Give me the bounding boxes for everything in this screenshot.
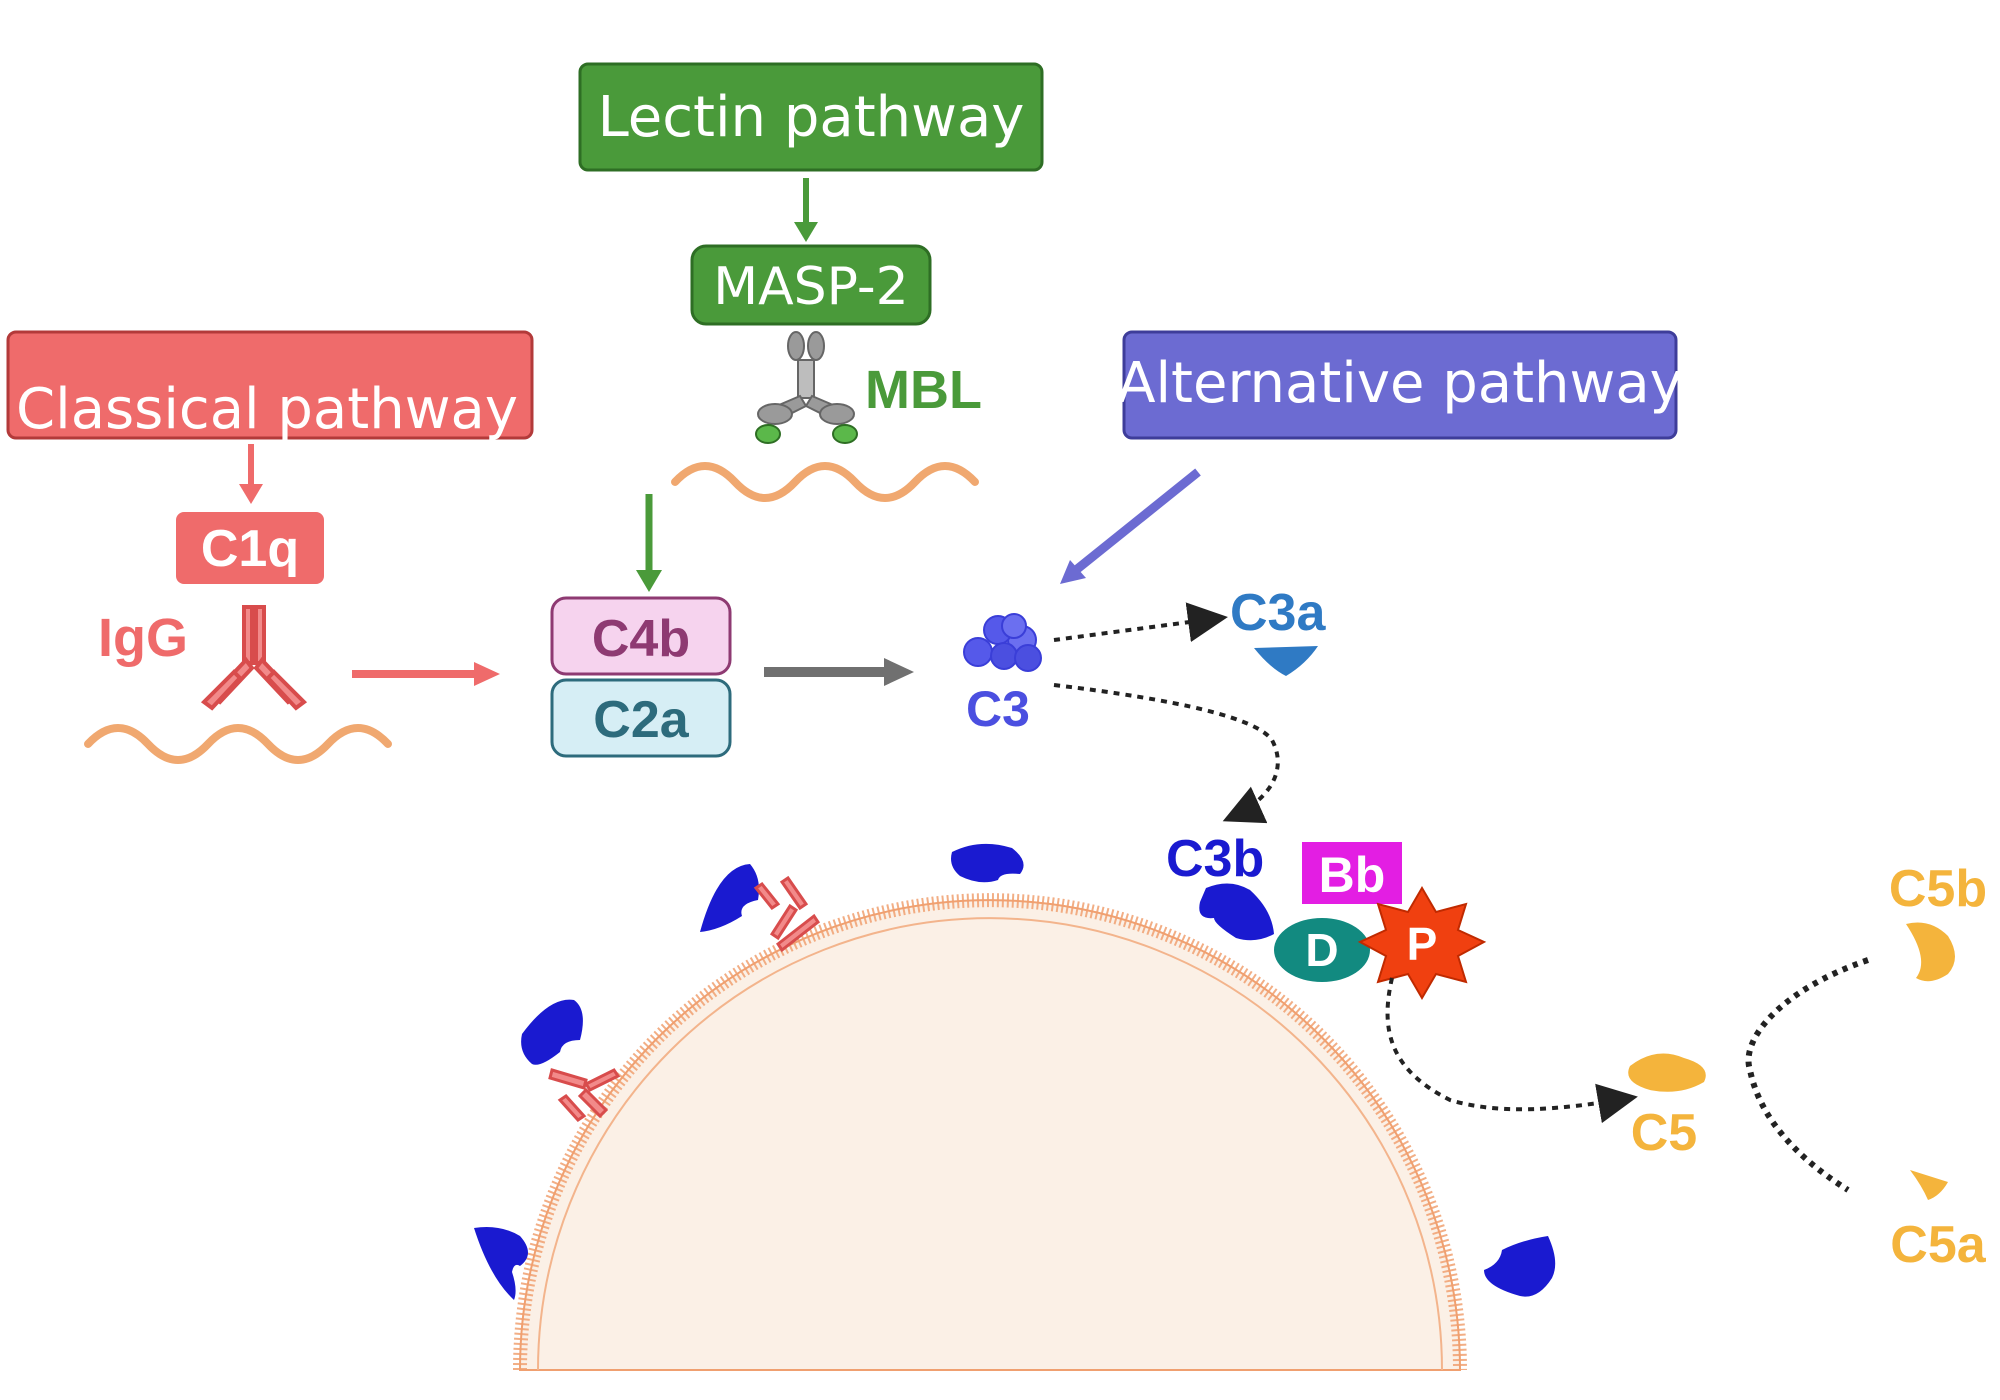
lectin-to-masp2-arrow — [794, 178, 818, 242]
alternative-pathway-label: Alternative pathway — [1117, 351, 1683, 416]
igg-label: IgG — [98, 608, 188, 668]
factor-d: D — [1274, 918, 1370, 982]
c3-molecule — [963, 613, 1042, 672]
classical-to-c1q-arrow — [239, 444, 263, 504]
c3b-deposit-icon — [700, 864, 759, 932]
convertase-to-c5-arrow — [1385, 977, 1638, 1124]
c3b-deposit-icon — [474, 1227, 528, 1300]
alternative-to-c3-arrow — [1060, 468, 1201, 584]
c3a-label: C3a — [1230, 584, 1326, 642]
cell-membrane — [513, 893, 1467, 1371]
c5b-fragment-icon — [1906, 922, 1955, 982]
c3b-label: C3b — [1166, 830, 1264, 888]
c4b-label: C4b — [592, 610, 690, 668]
classical-pathogen-wave — [84, 724, 392, 764]
cell — [513, 893, 1467, 1371]
bb-box: Bb — [1302, 842, 1402, 904]
c4b-box: C4b — [550, 596, 732, 676]
membrane-antibody-icon — [548, 1068, 621, 1122]
d-label: D — [1305, 924, 1338, 976]
c1q-box: C1q — [176, 512, 324, 584]
c3-label: C3 — [966, 681, 1030, 737]
c5a-label: C5a — [1890, 1216, 1986, 1274]
c5-split-arc — [1745, 957, 1869, 1193]
c3-to-c3b-arrow — [1053, 683, 1280, 824]
lectin-pathway-label: Lectin pathway — [598, 85, 1025, 150]
c3b-deposit-icon — [1484, 1236, 1556, 1297]
c3-to-c3a-arrow — [1053, 602, 1228, 643]
bb-label: Bb — [1319, 847, 1386, 903]
classical-to-c4b-arrow — [352, 662, 500, 686]
c1q-label: C1q — [201, 520, 299, 578]
igg-antibody-icon — [200, 605, 308, 711]
c5a-fragment-icon — [1910, 1170, 1948, 1200]
c2a-box: C2a — [550, 678, 732, 758]
classical-pathway-box: Classical pathway — [6, 330, 534, 442]
c5b-label: C5b — [1889, 860, 1987, 918]
c5-molecule-icon — [1628, 1053, 1706, 1092]
alternative-pathway-box: Alternative pathway — [1117, 330, 1683, 440]
c4b2a-to-c3-arrow — [764, 658, 914, 686]
p-label: P — [1407, 918, 1438, 970]
mbl-molecule — [755, 331, 858, 444]
c3b-bound-icon — [1199, 883, 1274, 941]
classical-pathway-label: Classical pathway — [16, 377, 518, 442]
membrane-antibody-icon — [753, 875, 821, 953]
masp2-label: MASP-2 — [713, 257, 909, 317]
lectin-pathogen-wave — [671, 462, 979, 502]
masp2-box: MASP-2 — [690, 244, 932, 326]
c3b-deposit-icon — [521, 999, 583, 1065]
lectin-to-c4b-arrow — [636, 494, 662, 592]
c5-label: C5 — [1631, 1104, 1697, 1162]
c3a-fragment-icon — [1254, 646, 1318, 676]
properdin-star: P — [1357, 886, 1487, 1000]
mbl-label: MBL — [865, 360, 982, 420]
c2a-label: C2a — [593, 691, 689, 749]
lectin-pathway-box: Lectin pathway — [578, 62, 1044, 172]
c3b-deposit-icon — [951, 843, 1024, 883]
